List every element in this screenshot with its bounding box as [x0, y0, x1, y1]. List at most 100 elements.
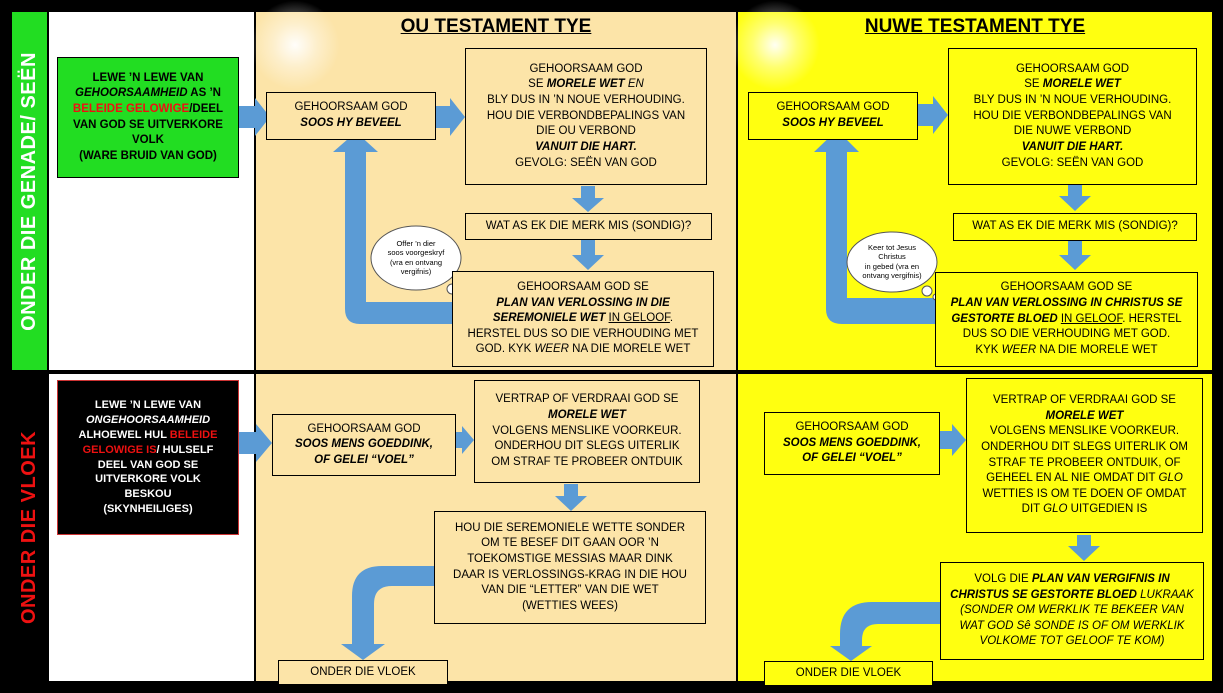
text-line: STRAF TE PROBEER ONTDUIK, OF [988, 456, 1181, 469]
arrow-right [940, 424, 966, 456]
hypocrite-box: LEWE ’N LEWE VAN ONGEHOORSAAMHEID ALHOEW… [57, 380, 239, 535]
obedient-believer-box: LEWE ’N LEWE VAN GEHOORSAAMHEID AS ’N BE… [57, 57, 239, 178]
text-line: LEWE ’N LEWE VAN [94, 398, 202, 411]
arrow-curve-down [830, 602, 940, 661]
nt-moral-law-box: GEHOORSAAM GOD SE MORELE WET BLY DUS IN … [948, 48, 1197, 185]
text-line: SE MORELE WET [1024, 78, 1121, 91]
thought-bubble [921, 285, 933, 297]
text-line: SOOS HY BEVEEL [300, 117, 402, 129]
text-line: DIT GLO UITGEDIEN IS [1021, 503, 1148, 516]
arrow-down [555, 484, 587, 511]
text-line: KYK WEER NA DIE MORELE WET [975, 343, 1158, 356]
arrow-loop-return [814, 130, 935, 324]
text-line: BESKOU [124, 488, 172, 501]
text-line: HOU DIE VERBONDBEPALINGS VAN [973, 109, 1172, 122]
text-line: WETTIES IS OM TE DOEN OF OMDAT [982, 487, 1187, 500]
text-line: DUS SO DIE VERHOUDING MET GOD. [962, 328, 1171, 341]
text-line: OF GELEI “VOEL” [802, 452, 902, 465]
text-line: CHRISTUS SE GESTORTE BLOED LUKRAAK [950, 588, 1194, 601]
text-line: DIE OU VERBOND [536, 125, 636, 138]
arrow-right [239, 424, 272, 462]
text-line: VOLG DIE PLAN VAN VERGIFNIS IN [974, 572, 1170, 585]
text-line: VERTRAP OF VERDRAAI GOD SE [495, 393, 679, 406]
header-new-testament: NUWE TESTAMENT TYE [864, 16, 1086, 37]
text-line: SOOS HY BEVEEL [782, 117, 884, 129]
thought-cloud [370, 225, 462, 291]
text-line: DIE NUWE VERBOND [1013, 125, 1132, 138]
arrow-right [436, 98, 465, 136]
nt-curse-result-box: ONDER DIE VLOEK [764, 661, 933, 686]
text-line: soos voorgeskryf [387, 248, 445, 258]
text-line: (WARE BRUID VAN GOD) [79, 149, 217, 162]
arrow-down [1059, 184, 1091, 211]
nt-obey-feel-box: GEHOORSAAM GOD SOOS MENS GOEDDINK, OF GE… [764, 412, 940, 475]
arrow-down [572, 240, 604, 270]
curse-sidebar-bg [12, 374, 47, 681]
text-line: (SKYNHEILIGES) [103, 503, 193, 516]
text-line: Christus [878, 252, 906, 262]
text-line: GEHOORSAAM GOD SE [1000, 281, 1133, 294]
header-old-testament: OU TESTAMENT TYE [400, 16, 592, 37]
text-line: DEEL VAN GOD SE [97, 458, 199, 471]
arrow-down [1059, 241, 1091, 270]
arrow-loop-return [333, 132, 452, 324]
text-line: ONGEHOORSAAMHEID [85, 413, 211, 426]
text-line: MORELE WET [1045, 409, 1124, 422]
text-line: GEHOORSAAM GOD [294, 101, 408, 114]
text-line: GEHEEL EN AL NIE OMDAT DIT GLO [986, 472, 1183, 485]
light-glow-ot [250, 0, 340, 90]
text-line: VANUIT DIE HART. [1021, 140, 1124, 153]
text-line: GEHOORSAAM GOD [1015, 62, 1130, 75]
text-line: BELEIDE GELOWIGE/DEEL [72, 102, 224, 115]
arrow-curve-down [341, 566, 434, 660]
nt-obey-command-box: GEHOORSAAM GOD SOOS HY BEVEEL [748, 92, 918, 140]
text-line: HOU DIE SEREMONIELE WETTE SONDER [454, 521, 686, 534]
text-line: TOEKOMSTIGE MESSIAS MAAR DINK [467, 552, 673, 565]
nt-sin-question-box: WAT AS EK DIE MERK MIS (SONDIG)? [953, 213, 1197, 241]
text-line: vergifnis) [400, 267, 432, 277]
text-line: SE MORELE WET EN [528, 78, 644, 91]
text-line: (SONDER OM WERKLIK TE BEKEER VAN [960, 604, 1184, 617]
text-line: GEHOORSAAM GOD [776, 101, 890, 114]
text-line: VOLK [132, 134, 164, 147]
text-line: VERTRAP OF VERDRAAI GOD SE [993, 394, 1176, 406]
text-line: (vra en ontvang [389, 257, 443, 267]
text-line: PLAN VAN VERLOSSING IN CHRISTUS SE [950, 297, 1183, 310]
nt-redemption-plan-box: GEHOORSAAM GOD SE PLAN VAN VERLOSSING IN… [935, 272, 1198, 367]
text-line: GOD. KYK WEER NA DIE MORELE WET [475, 343, 691, 356]
text-line: VOLGENS MENSLIKE VOORKEUR. [989, 425, 1180, 438]
text-line: Keer tot Jesus [868, 243, 916, 252]
nt-distort-law-box: VERTRAP OF VERDRAAI GOD SE MORELE WET VO… [966, 378, 1203, 533]
text-line: ONDERHOU DIT SLEGS UITERLIK [494, 440, 680, 453]
arrow-right [239, 98, 270, 136]
text-line: GESTORTE BLOED IN GELOOF. HERSTEL [951, 312, 1182, 325]
thought-cloud [846, 231, 938, 293]
text-line: UITVERKORE VOLK [95, 473, 201, 486]
text-line: HERSTEL DUS SO DIE VERHOUDING MET [467, 327, 699, 340]
text-line: GEHOORSAAM GOD SE [517, 280, 649, 293]
text-line: ontvang vergifnis) [862, 271, 922, 281]
text-line: OF GELEI “VOEL” [314, 453, 414, 466]
nt-cloud-text: Keer tot Jesus Christus in gebed (vra en… [852, 243, 932, 281]
text-line: DAAR IS VERLOSSINGS-KRAG IN DIE HOU [453, 568, 687, 581]
ot-obey-feel-box: GEHOORSAAM GOD SOOS MENS GOEDDINK, OF GE… [272, 414, 456, 476]
text-line: OM STRAF TE PROBEER ONTDUIK [491, 455, 683, 468]
ot-moral-law-box: GEHOORSAAM GOD SE MORELE WET EN BLY DUS … [465, 48, 707, 185]
text-line: GEHOORSAAM GOD [307, 422, 421, 435]
text-line: MORELE WET [548, 409, 626, 422]
text-line: ALHOEWEL HUL BELEIDE [78, 428, 218, 441]
arrow-down [572, 186, 604, 212]
ot-distort-law-box: VERTRAP OF VERDRAAI GOD SE MORELE WET VO… [474, 380, 700, 483]
nt-forgiveness-plan-box: VOLG DIE PLAN VAN VERGIFNIS IN CHRISTUS … [940, 562, 1204, 660]
arrow-right [918, 96, 948, 134]
text-line: SOOS MENS GOEDDINK, [294, 438, 434, 451]
text-line: VAN DIE “LETTER” VAN DIE WET [481, 584, 659, 597]
text-line: GELOWIGE IS/ HULSELF [82, 443, 214, 456]
ot-curse-result-box: ONDER DIE VLOEK [278, 660, 448, 685]
text-line: VANUIT DIE HART. [535, 140, 637, 153]
text-line: PLAN VAN VERLOSSING IN DIE [496, 296, 670, 309]
arrow-down [1068, 535, 1100, 561]
text-line: Offer ’n dier [396, 239, 436, 248]
text-line: WAT GOD Sê SONDE IS OF OM WERKLIK [959, 619, 1185, 632]
text-line: GEHOORSAAM GOD [529, 62, 643, 75]
